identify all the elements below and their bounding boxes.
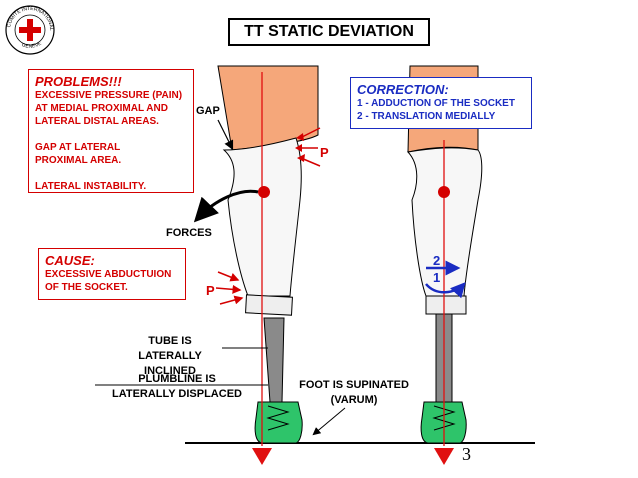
correction-heading: CORRECTION: xyxy=(357,82,449,97)
cause-heading: CAUSE: xyxy=(45,253,95,268)
correction-box: CORRECTION: 1 - ADDUCTION OF THE SOCKET … xyxy=(350,77,532,129)
foot-label: FOOT IS SUPINATED (VARUM) xyxy=(292,378,416,408)
tube-label-line2: INCLINED xyxy=(144,365,196,377)
problems-line xyxy=(35,128,187,141)
correction-line: 1 - ADDUCTION OF THE SOCKET xyxy=(357,98,515,109)
plumbline-label-line1: PLUMBLINE IS xyxy=(138,373,216,385)
foot-leader xyxy=(312,407,346,436)
foot-label-line1: FOOT IS SUPINATED xyxy=(299,379,409,391)
problems-line xyxy=(35,167,187,180)
step-2-label: 2 xyxy=(433,253,441,268)
cause-box: CAUSE: EXCESSIVE ABDUCTUION OF THE SOCKE… xyxy=(38,248,186,300)
problems-line: AT MEDIAL PROXIMAL AND xyxy=(35,103,168,114)
tube-label: TUBE IS LATERALLY INCLINED xyxy=(118,334,222,379)
problems-line: LATERAL INSTABILITY. xyxy=(35,181,147,192)
forces-arrow xyxy=(193,189,259,223)
cause-line: OF THE SOCKET. xyxy=(45,282,128,293)
tube-label-line1: TUBE IS LATERALLY xyxy=(138,335,202,362)
plumbline-label: PLUMBLINE IS LATERALLY DISPLACED xyxy=(98,372,256,402)
pressure-label-upper: P xyxy=(320,145,329,160)
foot-label-line2: (VARUM) xyxy=(330,394,378,406)
step-1-label: 1 xyxy=(433,270,441,285)
adduction-arrow xyxy=(425,282,466,299)
pressure-arrow xyxy=(217,271,240,282)
problems-line: EXCESSIVE PRESSURE (PAIN) xyxy=(35,90,183,101)
svg-text:GENEVE: GENEVE xyxy=(21,40,43,50)
gap-label: GAP xyxy=(196,105,220,117)
problems-line: PROXIMAL AREA. xyxy=(35,155,122,166)
plumbline-label-line2: LATERALLY DISPLACED xyxy=(112,388,242,400)
red-cross-seal-icon: COMITE INTERNATIONAL GENEVE xyxy=(5,5,55,55)
page-title: TT STATIC DEVIATION xyxy=(228,18,430,46)
problems-line: LATERAL DISTAL AREAS. xyxy=(35,116,159,127)
page-number: 3 xyxy=(462,444,471,464)
pressure-label-lower: P xyxy=(206,283,215,298)
correction-line: 2 - TRANSLATION MEDIALLY xyxy=(357,111,496,122)
problems-box: PROBLEMS!!! EXCESSIVE PRESSURE (PAIN) AT… xyxy=(28,69,194,193)
right-leg xyxy=(407,65,483,465)
cause-line: EXCESSIVE ABDUCTUION xyxy=(45,269,172,280)
problems-heading: PROBLEMS!!! xyxy=(35,74,122,89)
pressure-arrow xyxy=(219,295,244,305)
problems-line: GAP AT LATERAL xyxy=(35,142,121,153)
gap-pointer xyxy=(217,119,234,151)
pressure-arrow xyxy=(215,284,242,294)
left-leg xyxy=(217,65,319,465)
forces-label: FORCES xyxy=(166,227,212,239)
